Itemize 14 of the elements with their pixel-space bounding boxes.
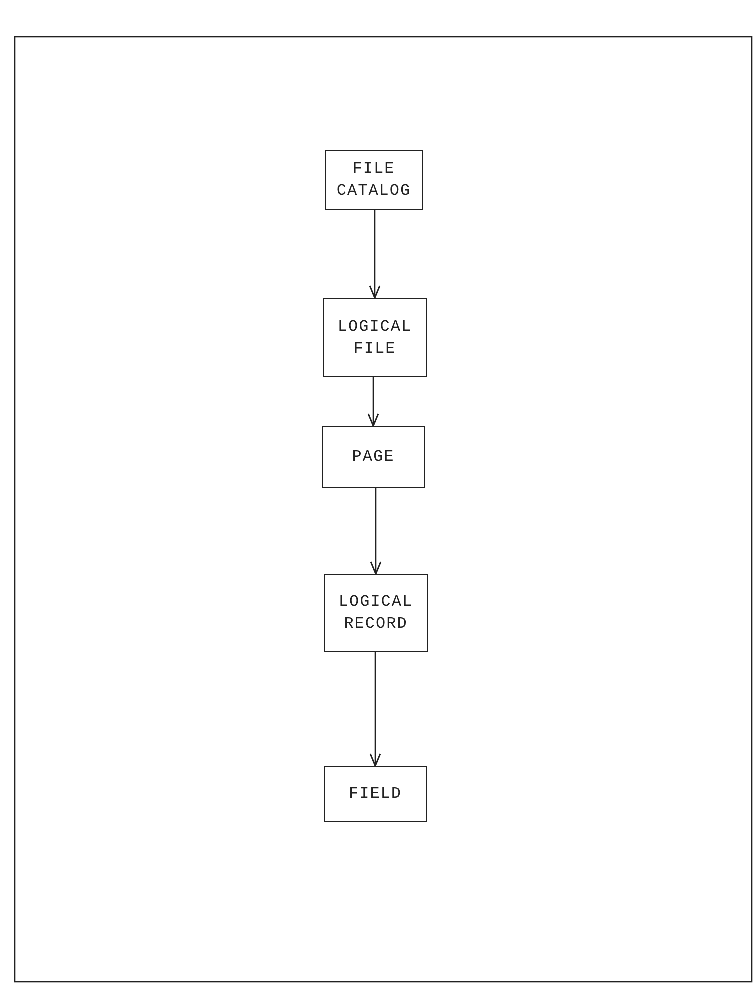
box-label: LOGICAL RECORD: [338, 592, 414, 635]
box-label: LOGICAL FILE: [336, 316, 414, 360]
process-box: [322, 426, 425, 488]
arrow: [370, 652, 382, 767]
box-label: FIELD: [348, 784, 403, 805]
arrow: [369, 210, 381, 299]
box-label: FILE CATALOG: [336, 159, 412, 202]
arrow: [368, 377, 380, 427]
process-box: [324, 574, 428, 652]
arrow: [370, 488, 382, 575]
process-box: [324, 766, 427, 822]
process-box: [323, 298, 427, 377]
process-box: [325, 150, 423, 210]
box-label: PAGE: [351, 447, 396, 468]
